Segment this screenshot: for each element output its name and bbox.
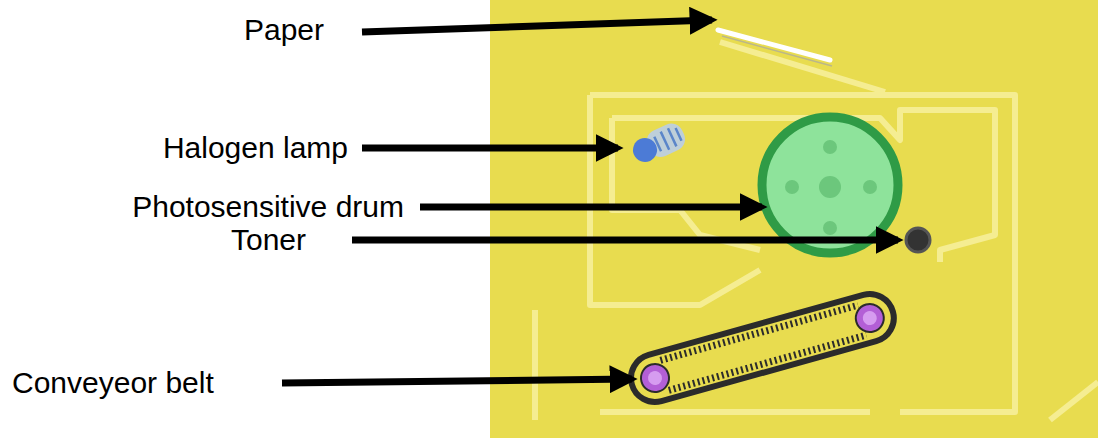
- housing-outline: [535, 42, 1098, 420]
- paper-edge: [722, 36, 832, 66]
- halogen-lamp: [628, 120, 689, 168]
- paper-sheet: [718, 30, 830, 60]
- part-label: Photosensitive drum: [132, 189, 404, 225]
- part-label: Conveyeor belt: [12, 365, 214, 401]
- conveyor-belt: [625, 288, 899, 407]
- part-label: Paper: [244, 12, 324, 48]
- part-label: Toner: [231, 222, 306, 258]
- part-label: Halogen lamp: [163, 130, 348, 166]
- toner-roller: [906, 228, 930, 252]
- copier-housing: [490, 0, 1098, 438]
- photosensitive-drum: [762, 117, 898, 253]
